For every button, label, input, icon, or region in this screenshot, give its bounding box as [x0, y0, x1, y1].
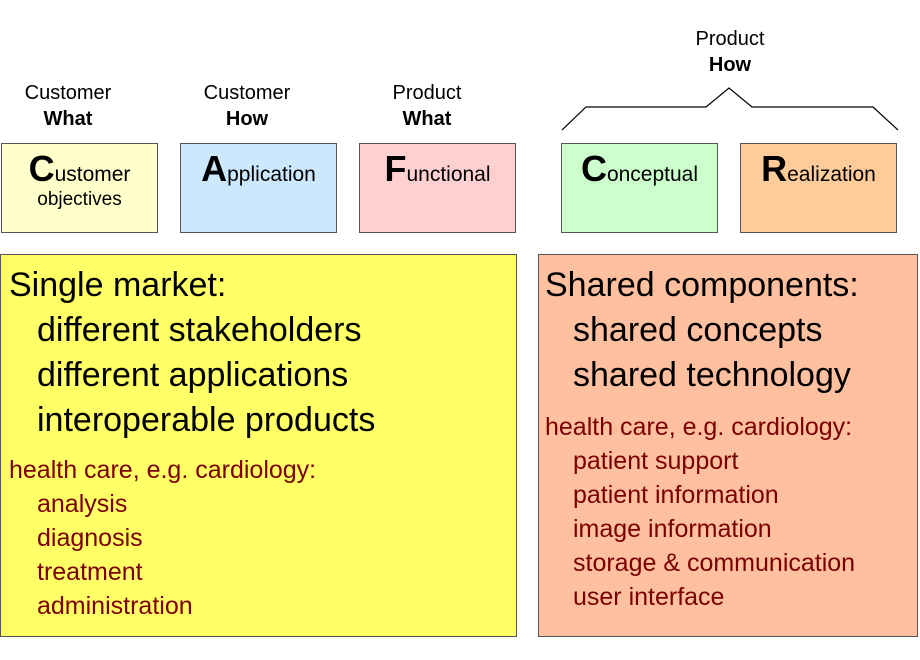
header-line2: How — [708, 54, 752, 76]
box-label-rest: ealization — [787, 163, 876, 186]
example-item: diagnosis — [37, 524, 143, 552]
box-initial: F — [384, 148, 407, 189]
example-item: patient information — [573, 481, 779, 509]
box-customer-objectives: Customer objectives — [1, 143, 158, 233]
box-initial: C — [28, 148, 55, 189]
header-line2: What — [402, 108, 452, 130]
example-item: user interface — [573, 583, 725, 611]
panel-point: shared technology — [573, 356, 851, 394]
example-heading: health care, e.g. cardiology: — [545, 413, 853, 441]
example-item: storage & communication — [573, 549, 856, 577]
example-item: patient support — [573, 447, 739, 475]
box-initial: R — [761, 148, 788, 189]
header-customer-what: Customer What — [0, 80, 148, 132]
panel-heading: Shared components: — [545, 266, 859, 304]
example-item: image information — [573, 515, 772, 543]
header-customer-how: Customer How — [167, 80, 327, 132]
header-line1: Product — [695, 28, 765, 50]
header-line1: Product — [392, 82, 462, 104]
example-item: analysis — [37, 490, 128, 518]
box-realization: Realization — [740, 143, 897, 233]
box-conceptual: Conceptual — [561, 143, 718, 233]
header-line2: How — [225, 108, 269, 130]
panel-point: interoperable products — [37, 401, 376, 439]
panel-point: shared concepts — [573, 311, 823, 349]
example-item: administration — [37, 592, 193, 620]
box-initial: C — [580, 148, 607, 189]
panel-point: different applications — [37, 356, 349, 394]
box-sublabel: objectives — [37, 189, 122, 210]
box-label-rest: onceptual — [606, 163, 699, 186]
shared-components-panel: Shared components: shared concepts share… — [538, 254, 918, 637]
panel-heading: Single market: — [9, 266, 227, 304]
box-application: Application — [180, 143, 337, 233]
single-market-panel: Single market: different stakeholders di… — [0, 254, 517, 637]
box-label-rest: pplication — [227, 163, 316, 186]
example-item: treatment — [37, 558, 143, 586]
box-label-rest: unctional — [406, 163, 491, 186]
header-line1: Customer — [203, 82, 291, 104]
example-heading: health care, e.g. cardiology: — [9, 456, 317, 484]
box-label-rest: ustomer — [54, 163, 131, 186]
header-line1: Customer — [24, 82, 112, 104]
box-functional: Functional — [359, 143, 516, 233]
box-initial: A — [201, 148, 228, 189]
panel-point: different stakeholders — [37, 311, 362, 349]
header-line2: What — [43, 108, 93, 130]
header-product-how: Product How — [650, 26, 810, 78]
header-product-what: Product What — [347, 80, 507, 132]
